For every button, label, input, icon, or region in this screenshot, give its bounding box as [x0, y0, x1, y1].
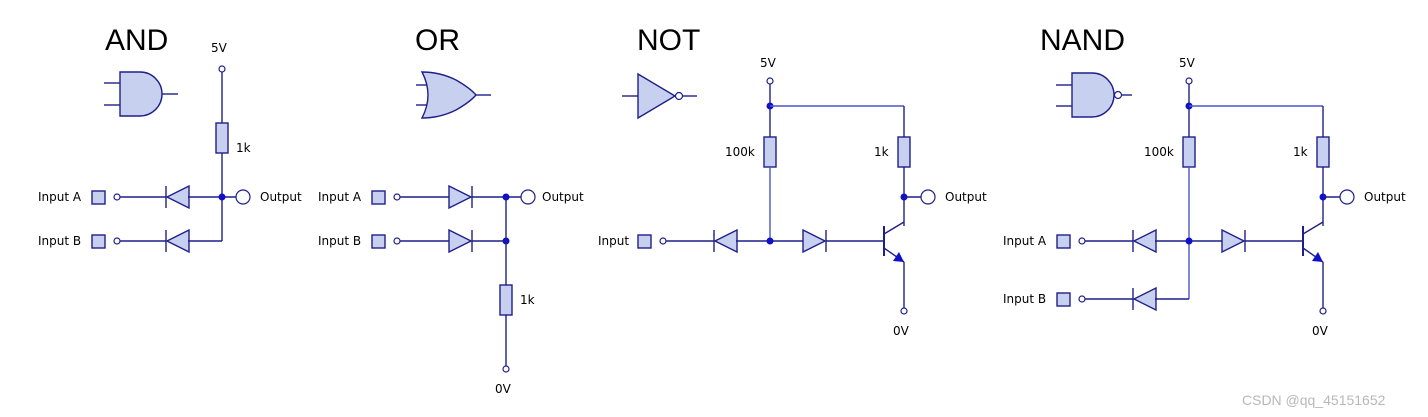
- or-diode-a: [448, 185, 473, 209]
- nand-input-b-label: Input B: [1003, 292, 1046, 306]
- not-5v-label: 5V: [760, 56, 777, 70]
- and-resistor: [215, 122, 229, 154]
- or-gate-icon: [416, 71, 491, 119]
- and-output-label: Output: [260, 190, 302, 204]
- nand-input-a-switch[interactable]: [1056, 234, 1071, 249]
- watermark: CSDN @qq_45151652: [1242, 392, 1386, 408]
- or-output-indicator: [520, 189, 536, 205]
- and-section: AND 5V 1k Input A Output Input B: [38, 24, 302, 253]
- or-0v-terminal: [502, 365, 510, 373]
- not-title: NOT: [637, 24, 700, 57]
- and-input-b-switch[interactable]: [91, 234, 106, 249]
- nand-diode-base: [1221, 229, 1246, 253]
- or-resistor-label: 1k: [520, 293, 535, 307]
- and-input-a-switch[interactable]: [91, 190, 106, 205]
- nand-section: NAND 5V 100k 1k Output Input A: [1003, 24, 1406, 338]
- or-section: OR Input A Output Input B 1k 0V: [318, 24, 584, 396]
- nand-input-a-label: Input A: [1003, 234, 1047, 248]
- nand-input-b-switch[interactable]: [1056, 292, 1071, 307]
- or-input-a-switch[interactable]: [371, 190, 386, 205]
- and-resistor-label: 1k: [236, 141, 251, 155]
- and-diode-a: [165, 185, 190, 209]
- not-output-indicator: [920, 189, 936, 205]
- and-5v-label: 5V: [211, 41, 228, 55]
- not-input-switch[interactable]: [637, 234, 652, 249]
- or-resistor: [499, 284, 513, 316]
- not-gate-icon: [622, 72, 697, 120]
- nand-0v-terminal: [1319, 307, 1327, 315]
- or-0v-label: 0V: [495, 382, 512, 396]
- not-resistor-100k: [763, 136, 777, 168]
- nand-resistor-100k: [1182, 136, 1196, 168]
- not-diode-input: [713, 229, 738, 253]
- nand-5v-label: 5V: [1179, 56, 1196, 70]
- not-resistor-1k: [897, 136, 911, 168]
- or-output-label: Output: [542, 190, 584, 204]
- or-input-a-label: Input A: [318, 190, 362, 204]
- and-diode-b: [165, 229, 190, 253]
- nand-transistor: [1302, 221, 1324, 263]
- or-title: OR: [415, 24, 460, 57]
- nand-gate-icon: [1056, 72, 1132, 118]
- nand-5v-terminal: [1185, 77, 1193, 85]
- not-5v-terminal: [766, 77, 774, 85]
- or-input-b-switch[interactable]: [371, 234, 386, 249]
- not-0v-label: 0V: [893, 324, 910, 338]
- and-gate-icon: [104, 71, 178, 117]
- not-0v-terminal: [900, 307, 908, 315]
- and-5v-terminal: [218, 65, 226, 73]
- not-transistor: [883, 221, 905, 263]
- not-input-label: Input: [598, 234, 629, 248]
- and-input-a-label: Input A: [38, 190, 82, 204]
- nand-output-label: Output: [1364, 190, 1406, 204]
- or-input-b-label: Input B: [318, 234, 361, 248]
- nand-resistor-1k: [1316, 136, 1330, 168]
- nand-0v-label: 0V: [1312, 324, 1329, 338]
- nand-title: NAND: [1040, 24, 1125, 57]
- and-input-b-label: Input B: [38, 234, 81, 248]
- nand-resistor-100k-label: 100k: [1144, 145, 1174, 159]
- and-title: AND: [105, 24, 168, 57]
- and-output-indicator: [235, 189, 251, 205]
- nand-output-indicator: [1339, 189, 1355, 205]
- not-output-label: Output: [945, 190, 987, 204]
- not-resistor-1k-label: 1k: [874, 145, 889, 159]
- nand-diode-a: [1132, 229, 1157, 253]
- not-section: NOT 5V 100k 1k Output Input: [598, 24, 987, 338]
- not-resistor-100k-label: 100k: [725, 145, 755, 159]
- nand-resistor-1k-label: 1k: [1293, 145, 1308, 159]
- nand-diode-b: [1132, 287, 1157, 311]
- not-diode-base: [802, 229, 827, 253]
- or-diode-b: [448, 229, 473, 253]
